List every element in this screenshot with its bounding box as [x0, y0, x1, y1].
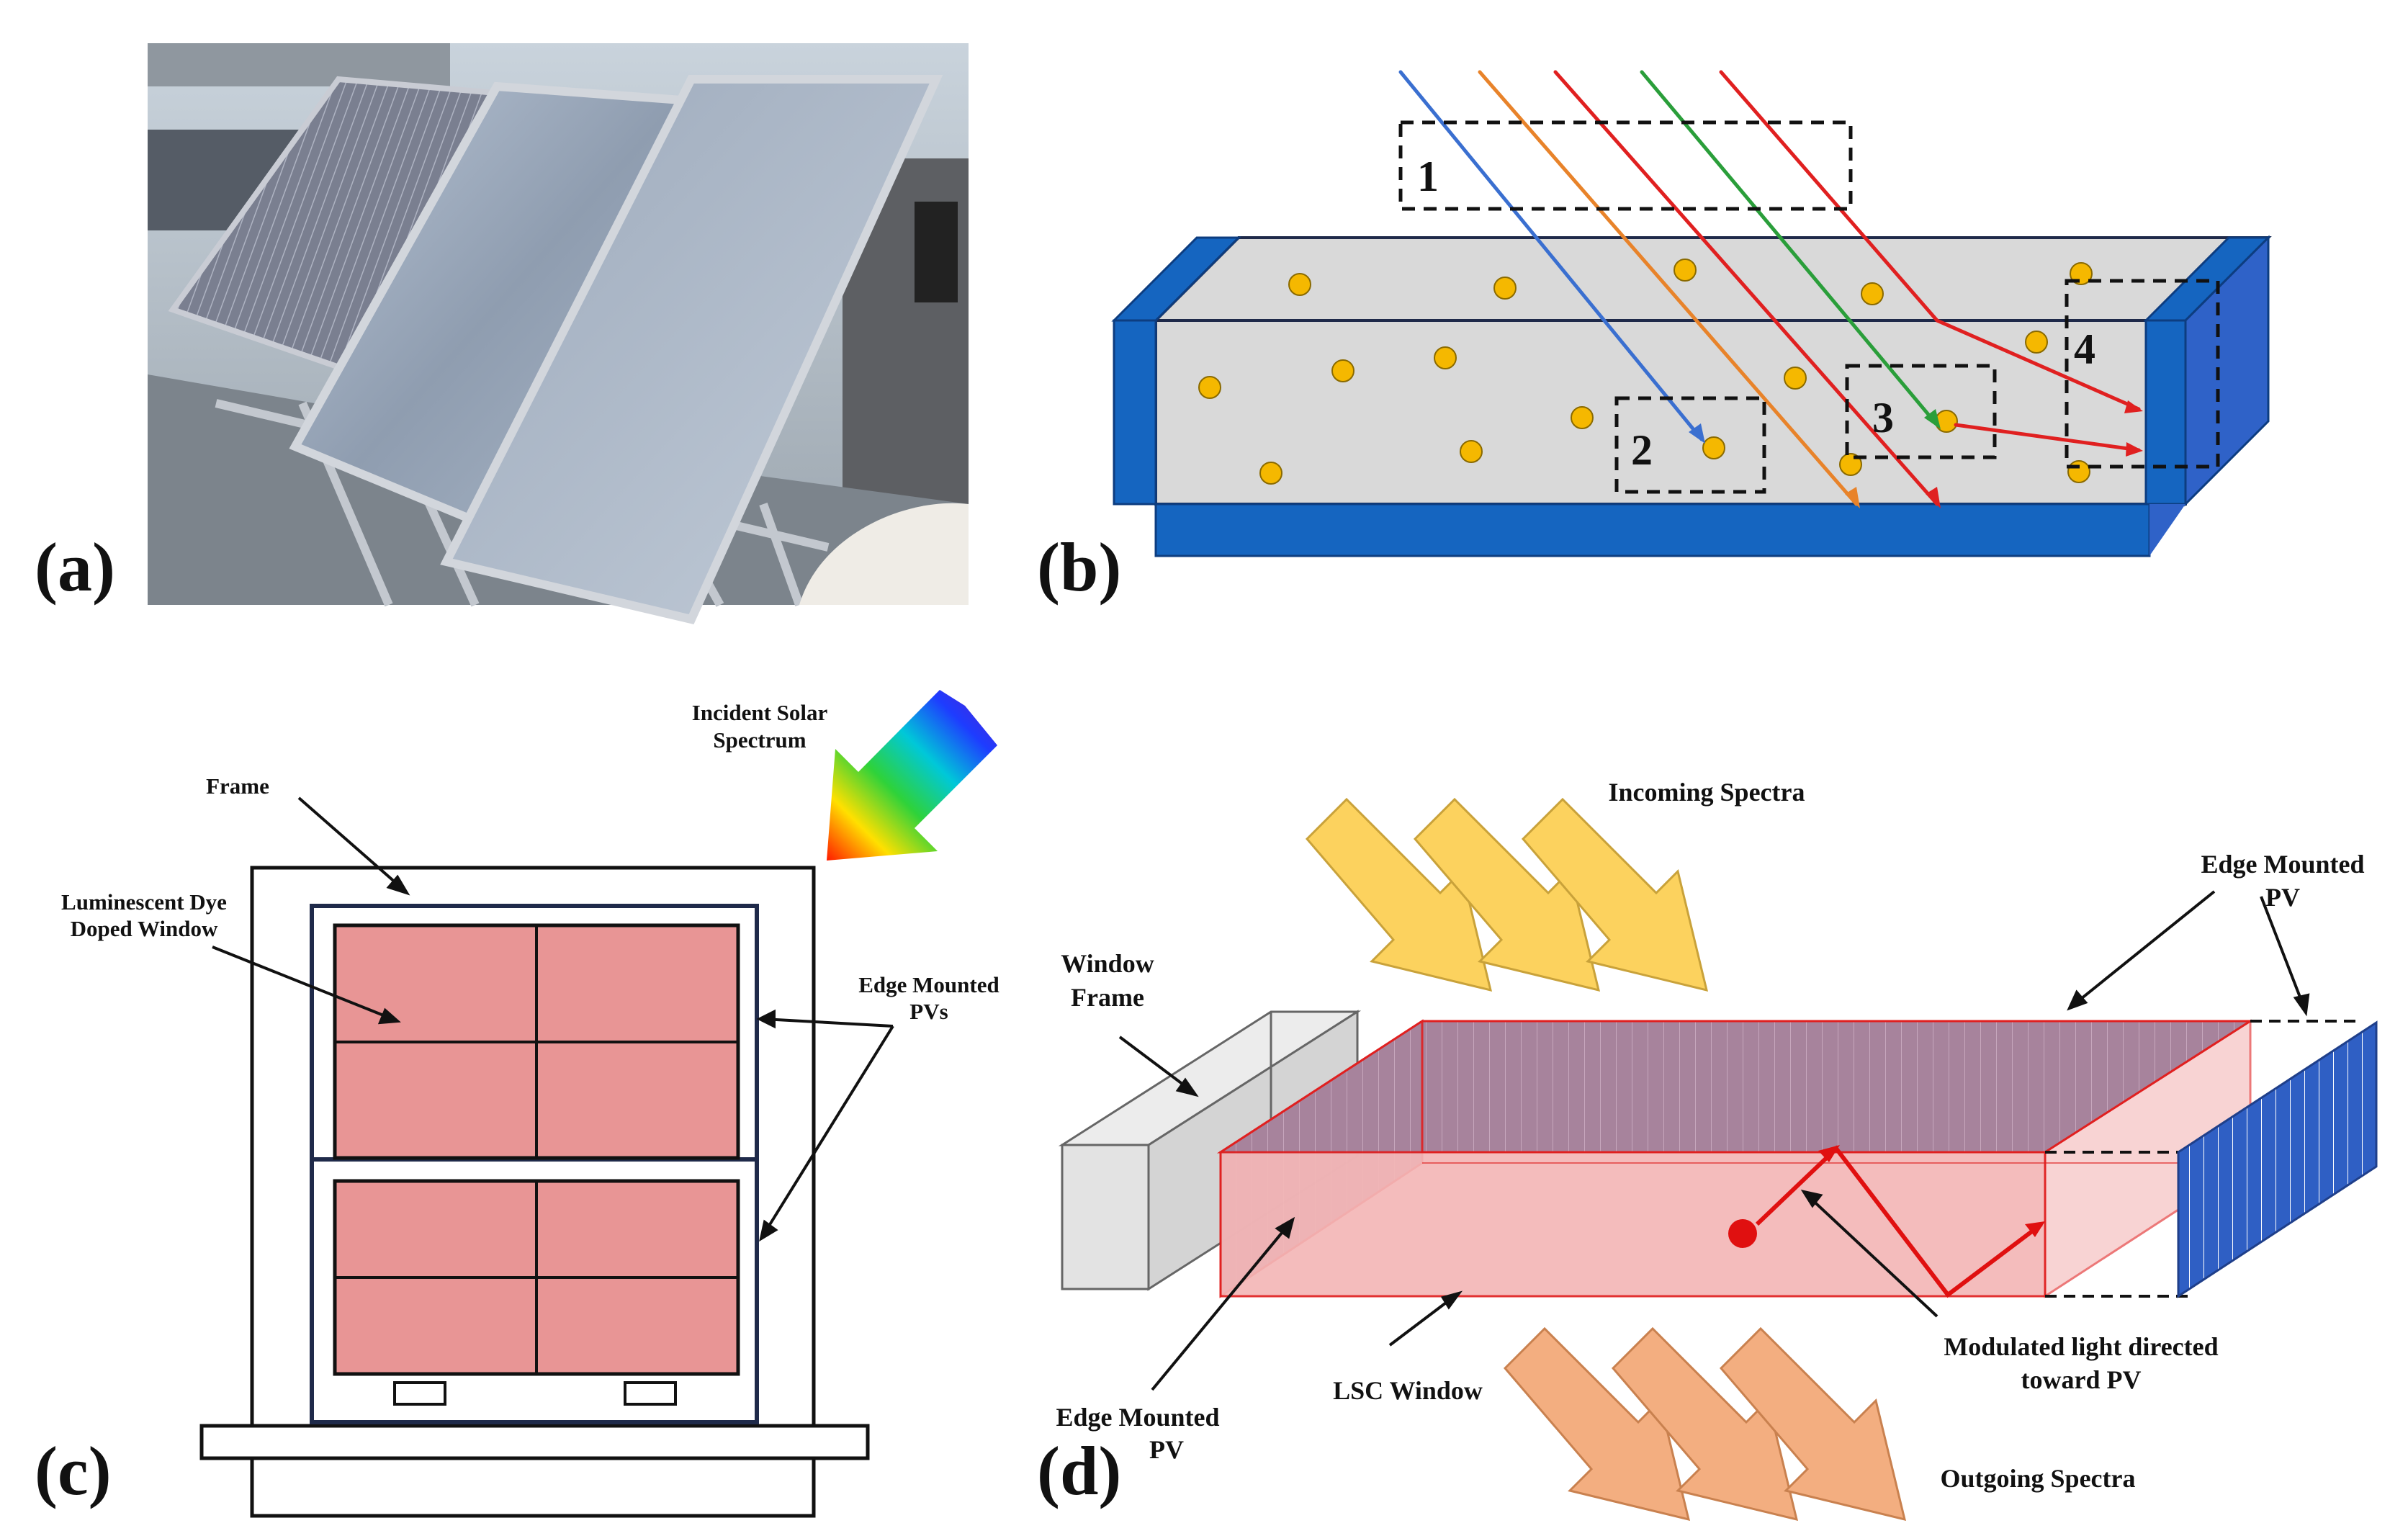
ray-red-3 — [1954, 423, 2141, 452]
box-2 — [1614, 396, 1766, 494]
ray-orange — [1478, 70, 1859, 506]
panel-a-label: (a) — [35, 529, 115, 606]
lsc-window-label: LSC Window — [1333, 1376, 1483, 1405]
incident-spectrum-arrow — [827, 690, 997, 861]
box-4-number: 4 — [2074, 325, 2095, 373]
frame-label: Frame — [206, 773, 269, 799]
window-frame-label-line2: Frame — [1071, 983, 1144, 1012]
incident-label-line1: Incident Solar — [692, 700, 828, 725]
box-3 — [1845, 364, 1997, 459]
dye-label-line2: Doped Window — [71, 916, 218, 941]
edge-pv-bottom-label-line1: Edge Mounted — [1056, 1403, 1219, 1432]
box-2-number: 2 — [1631, 426, 1653, 474]
outgoing-spectra-label: Outgoing Spectra — [1940, 1464, 2135, 1493]
pv-label-line2: PVs — [909, 999, 948, 1024]
ray-red-2 — [1719, 70, 2141, 411]
modulated-label-line1: Modulated light directed — [1944, 1332, 2218, 1361]
pv-label-line1: Edge Mounted — [858, 972, 999, 997]
box-4 — [2065, 279, 2220, 469]
ray-red-1 — [1553, 70, 1939, 506]
panel-a-photo — [148, 43, 969, 624]
incident-label-line2: Spectrum — [713, 727, 806, 753]
panel-b-label: (b) — [1037, 529, 1121, 606]
ray-blue — [1398, 70, 1704, 441]
edge-pv-top-label-line1: Edge Mounted — [2201, 850, 2364, 879]
panel-d-label: (d) — [1037, 1432, 1121, 1509]
box-1 — [1398, 120, 1853, 211]
window-frame-label-line1: Window — [1061, 949, 1154, 978]
edge-pv-bottom-label-line2: PV — [1149, 1435, 1184, 1464]
panel-c-label: (c) — [35, 1432, 112, 1509]
modulated-label-line2: toward PV — [2021, 1365, 2142, 1394]
box-1-number: 1 — [1417, 153, 1439, 200]
edge-pv-top-label-line2: PV — [2265, 883, 2300, 912]
panel-d-diagram: Incoming Spectra Window Frame Edge Mount… — [1056, 778, 2378, 1522]
dye-label-line1: Luminescent Dye — [61, 889, 227, 915]
incoming-spectra-label: Incoming Spectra — [1609, 778, 1805, 807]
panel-c-diagram: Incident Solar Spectrum Frame Luminescen… — [61, 690, 999, 1518]
panel-b-diagram: 1 2 3 4 — [1111, 70, 2272, 557]
ray-green — [1640, 70, 1939, 427]
edge-pv-panel — [2177, 1020, 2378, 1298]
box-3-number: 3 — [1872, 394, 1894, 441]
